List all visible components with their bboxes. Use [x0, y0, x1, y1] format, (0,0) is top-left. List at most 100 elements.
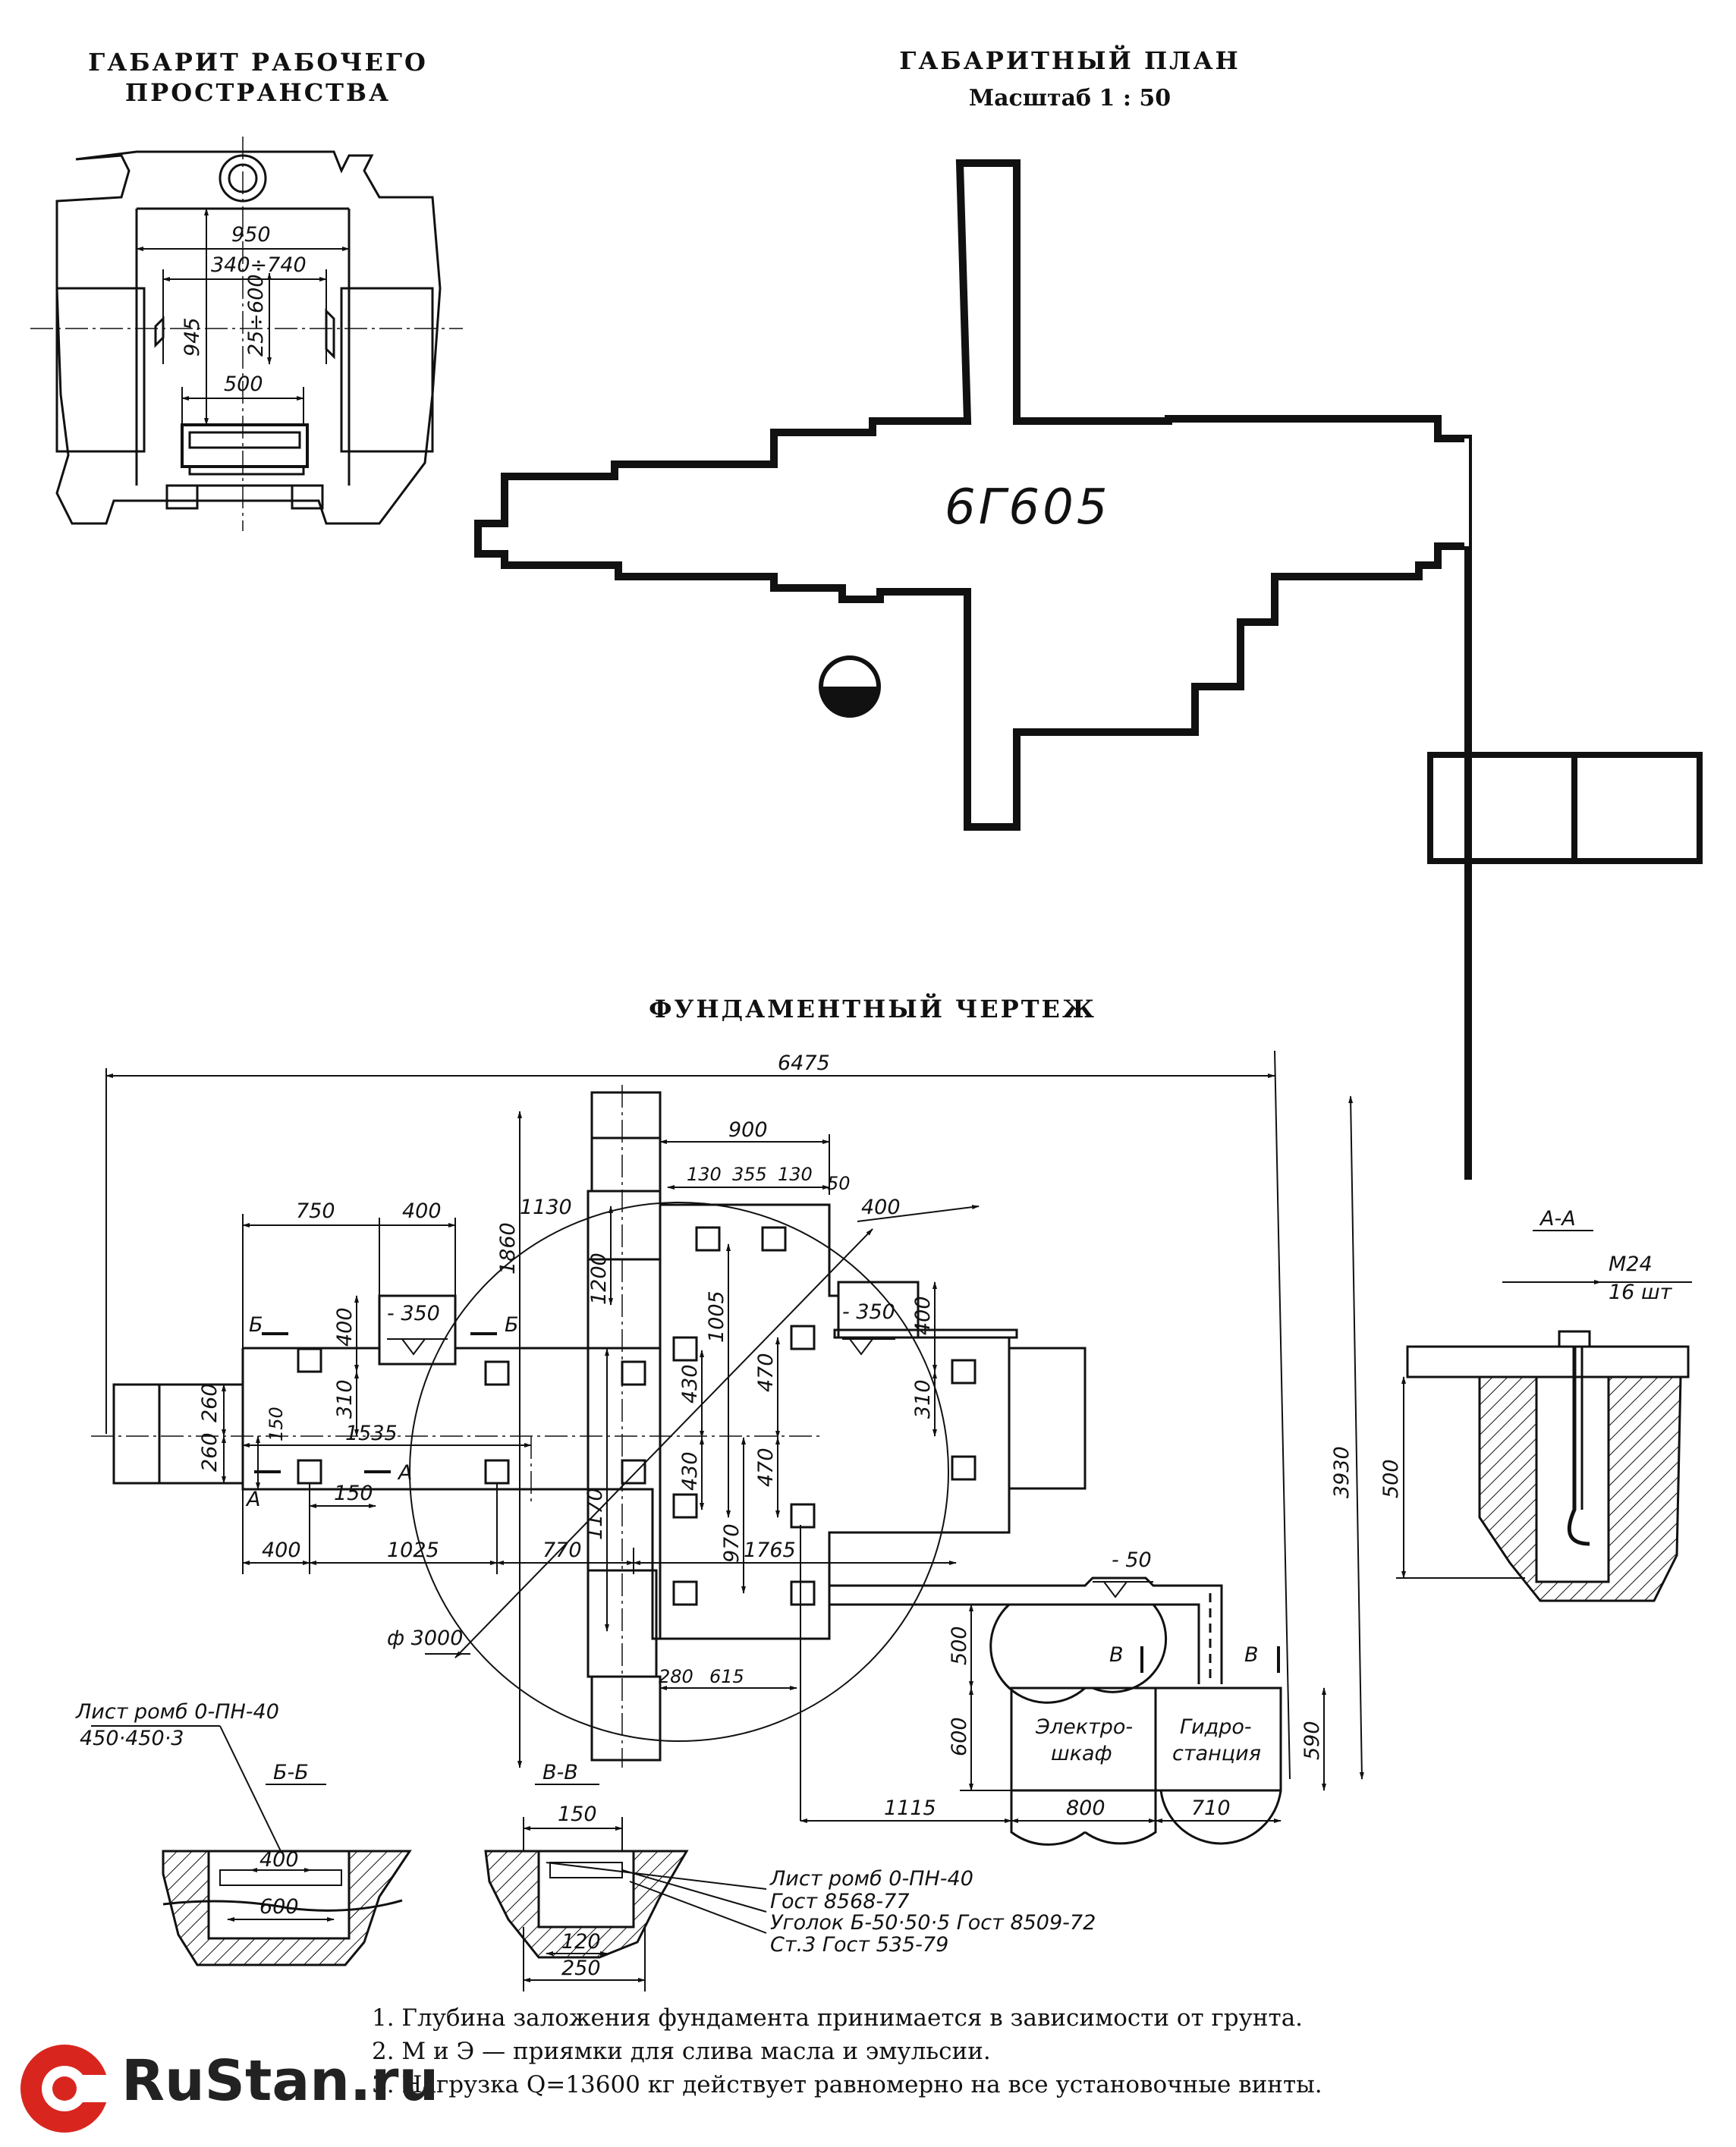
- fd-level-350a: - 350: [387, 1302, 440, 1325]
- fd-615: 615: [709, 1666, 744, 1687]
- foundation-outline: [112, 1091, 1087, 1762]
- plan-title: ГАБАРИТНЫЙ ПЛАН: [899, 46, 1241, 75]
- fd-280: 280: [659, 1666, 693, 1687]
- plan-model-label: 6Г605: [945, 479, 1111, 536]
- foundation-dimension-lines: [105, 1050, 1364, 1823]
- fd-400l: 400: [333, 1307, 357, 1347]
- rotation-circle: [409, 1202, 949, 1742]
- plan-marker-icon: [819, 655, 881, 718]
- fd-sec-v2: В: [1244, 1643, 1259, 1667]
- fd-sec-a1: А: [245, 1488, 260, 1511]
- fd-770: 770: [542, 1539, 582, 1562]
- fd-3930: 3930: [1330, 1446, 1354, 1498]
- sec-vv-120: 120: [561, 1930, 601, 1954]
- section-bb: [91, 1725, 412, 1966]
- fd-355: 355: [732, 1164, 767, 1185]
- fd-750: 750: [296, 1199, 335, 1223]
- fd-1170: 1170: [583, 1488, 607, 1540]
- rustan-logo-icon: [20, 2045, 112, 2133]
- note-2: 2. М и Э — приямки для слива масла и эму…: [372, 2038, 991, 2065]
- fd-260a: 260: [198, 1383, 222, 1422]
- cabinet-hydro-l1: Гидро-: [1180, 1715, 1252, 1739]
- sec-vv-l4: Ст.3 Гост 535-79: [770, 1933, 948, 1957]
- sec-aa-bolt: М24: [1609, 1253, 1653, 1276]
- cable-trench: [829, 1576, 1223, 1704]
- fd-310l: 310: [333, 1379, 357, 1419]
- sec-vv-l3: Уголок Б-50·50·5 Гост 8509-72: [770, 1911, 1096, 1935]
- fd-470a: 470: [754, 1353, 778, 1392]
- foundation-title: ФУНДАМЕНТНЫЙ ЧЕРТЕЖ: [649, 995, 1096, 1023]
- section-markers: [254, 1332, 1280, 1673]
- note-1: 1. Глубина заложения фундамента принимае…: [372, 2004, 1304, 2032]
- fd-50: 50: [827, 1173, 851, 1194]
- sec-bb-plate-a: Лист ромб 0-ПН-40: [75, 1700, 279, 1724]
- fd-900: 900: [728, 1118, 768, 1142]
- section-vv: [484, 1817, 767, 1991]
- fd-400top: 400: [861, 1196, 901, 1219]
- ws-dim-25-600: 25÷600: [244, 274, 268, 357]
- level-markers: [387, 1338, 1153, 1598]
- cabinet-electric-l2: шкаф: [1051, 1742, 1112, 1765]
- fd-470b: 470: [754, 1448, 778, 1487]
- fd-400b: 400: [262, 1539, 301, 1562]
- fd-1765: 1765: [744, 1539, 796, 1562]
- sec-bb-plate-b: 450·450·3: [80, 1727, 184, 1750]
- fd-1860: 1860: [496, 1222, 520, 1275]
- sec-bb-400: 400: [259, 1848, 299, 1872]
- fd-590: 590: [1300, 1721, 1324, 1760]
- fd-600: 600: [948, 1717, 971, 1756]
- fd-430b: 430: [678, 1451, 702, 1491]
- fd-1535: 1535: [345, 1422, 398, 1445]
- fd-800: 800: [1066, 1797, 1105, 1820]
- sec-aa-count: 16 шт: [1609, 1281, 1673, 1304]
- fd-sec-b1: Б: [249, 1313, 263, 1337]
- fd-1115: 1115: [884, 1797, 936, 1820]
- fd-level-350b: - 350: [842, 1300, 895, 1324]
- fd-400: 400: [402, 1199, 442, 1223]
- fd-150h: 150: [334, 1482, 373, 1505]
- fd-sec-a2: А: [397, 1461, 412, 1485]
- fd-710: 710: [1191, 1797, 1231, 1820]
- workspace-centerlines: [30, 137, 463, 531]
- sec-bb-600: 600: [259, 1895, 299, 1919]
- fd-level-50: - 50: [1112, 1548, 1152, 1572]
- sec-aa-depth: 500: [1379, 1459, 1403, 1498]
- cabinet-hydro-l2: станция: [1172, 1742, 1261, 1765]
- note-3: 3. Нагрузка Q=13600 кг действует равноме…: [372, 2071, 1322, 2098]
- sec-vv-250: 250: [561, 1957, 601, 1980]
- sec-aa-label: А-А: [1539, 1207, 1576, 1231]
- ws-dim-945: 945: [181, 317, 204, 357]
- section-aa: [1396, 1280, 1692, 1602]
- sec-vv-150: 150: [558, 1803, 597, 1826]
- fd-6475: 6475: [778, 1051, 830, 1075]
- fd-150v: 150: [266, 1407, 287, 1441]
- fd-970: 970: [720, 1523, 744, 1563]
- fd-1130: 1130: [520, 1196, 572, 1219]
- fd-130b: 130: [778, 1164, 813, 1185]
- fd-130a: 130: [687, 1164, 722, 1185]
- ws-dim-340-740: 340÷740: [211, 253, 307, 277]
- sec-vv-l1: Лист ромб 0-ПН-40: [769, 1867, 973, 1891]
- cabinet-electric-l1: Электро-: [1035, 1715, 1133, 1739]
- sec-bb-label: Б-Б: [273, 1761, 309, 1784]
- cabinets: [1010, 1686, 1282, 1846]
- fd-1025: 1025: [387, 1539, 439, 1562]
- fd-sec-b2: Б: [505, 1313, 519, 1337]
- workspace-dimensions: [136, 208, 350, 426]
- fd-500: 500: [948, 1626, 971, 1665]
- ws-dim-500: 500: [224, 373, 263, 396]
- fd-260b: 260: [198, 1432, 222, 1472]
- workspace-title: ГАБАРИТ РАБОЧЕГО ПРОСТРАНСТВА: [88, 48, 428, 107]
- fd-430a: 430: [678, 1364, 702, 1404]
- rustan-logo-text: RuStan.ru: [121, 2048, 439, 2114]
- fd-400r: 400: [911, 1296, 935, 1335]
- fd-1005: 1005: [705, 1290, 728, 1343]
- plan-cabinets: [1427, 752, 1703, 864]
- fd-phi3000: ф 3000: [387, 1627, 463, 1650]
- fd-1200: 1200: [587, 1253, 611, 1305]
- fd-310r: 310: [911, 1379, 935, 1419]
- sec-vv-label: В-В: [542, 1761, 578, 1784]
- notes: 1. Глубина заложения фундамента принимае…: [372, 2001, 1322, 2101]
- plan-scale: Масштаб 1 : 50: [968, 85, 1171, 112]
